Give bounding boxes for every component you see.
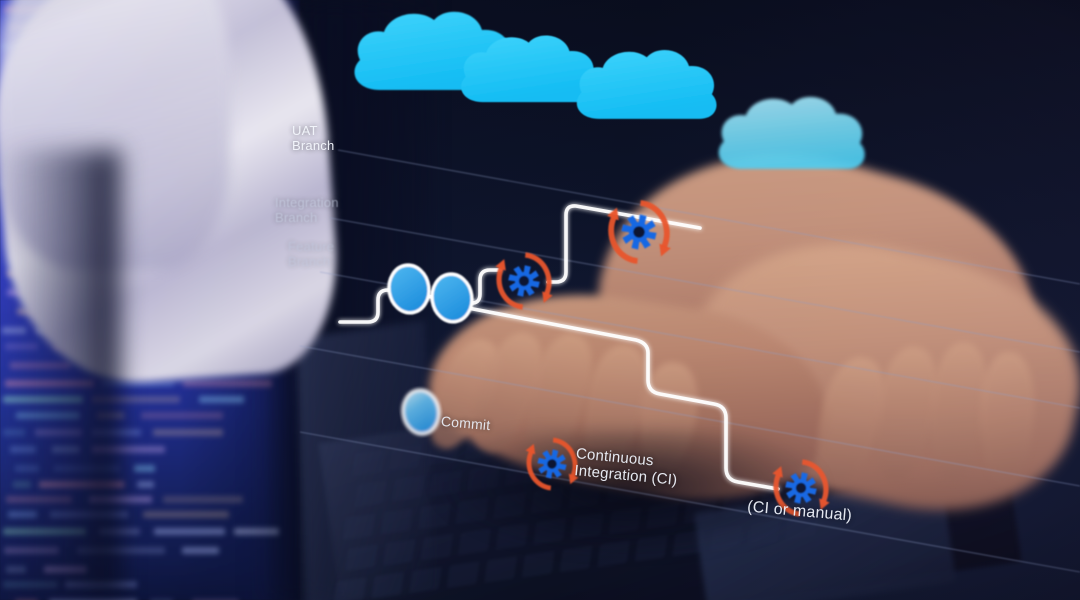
gear-ci-integration-arrowhead-right [659,243,671,257]
cloud-staging-shape [576,49,717,119]
commit-node-legend-shape [401,388,441,436]
branch-paths [338,204,780,491]
gear-deploy-manual-arc-top [801,459,829,503]
cloud-integration-shape [461,35,597,103]
commit-node-1-shape [387,263,431,315]
branch-path-deploy [466,306,780,491]
commit-node-2-shape [430,272,474,324]
commit-node-legend [401,388,441,436]
gear-ci-integration-arc-bottom [608,215,638,264]
right-edge-shadow [0,150,120,600]
commit-nodes [387,263,474,436]
gear-ci-integration-gear-icon [621,214,657,250]
guide-lines [299,149,1080,573]
gear-ci-feature-arc-top [524,252,552,296]
commit-node-1 [387,263,431,315]
gear-ci-integration-gear-hub [633,226,645,238]
hand-shadow [400,430,860,570]
gear-deploy-manual-arrowhead-left [772,466,783,478]
gear-ci-legend-gear-icon [537,449,567,479]
guide-line-integration [329,217,1080,353]
branch-path-release [546,204,702,284]
gear-ci-feature-gear-hub [518,275,530,287]
gear-ci-legend [525,437,579,491]
cloud-staging [576,49,717,119]
gear-ci-legend-gear-hub [547,459,557,469]
gear-ci-integration-arrowhead-left [607,207,619,221]
cloud-production [718,96,865,169]
gear-ci-feature-arc-bottom [496,266,524,310]
commit-node-2 [430,272,474,324]
gear-ci-feature-arrowhead-left [495,259,506,271]
ci-gear-icons [495,200,830,517]
gear-ci-legend-arc-bottom [526,450,552,491]
gear-deploy-manual-arrowhead-right [819,498,830,510]
guide-line-ci [299,431,1080,573]
cloud-environments [354,11,865,169]
gear-ci-legend-arrowhead-left [525,443,536,455]
gear-ci-legend-arc-top [552,437,578,478]
gear-deploy-manual [772,459,830,517]
cloud-production-shape [718,96,865,169]
gear-ci-integration-arc-top [640,200,670,249]
flow-arrows [377,83,796,470]
gear-ci-feature-gear-icon [508,265,540,297]
gear-ci-integration [607,200,671,264]
gear-deploy-manual-arc-bottom [773,473,801,517]
gear-ci-legend-arrowhead-right [568,473,579,485]
cloud-integration [461,35,597,103]
gear-deploy-manual-gear-hub [795,482,807,494]
gear-ci-feature-arrowhead-right [542,291,553,303]
guide-line-uat [337,149,1080,285]
gear-ci-feature [495,252,553,310]
guide-line-commit [299,345,1080,487]
gear-deploy-manual-gear-icon [785,472,817,504]
